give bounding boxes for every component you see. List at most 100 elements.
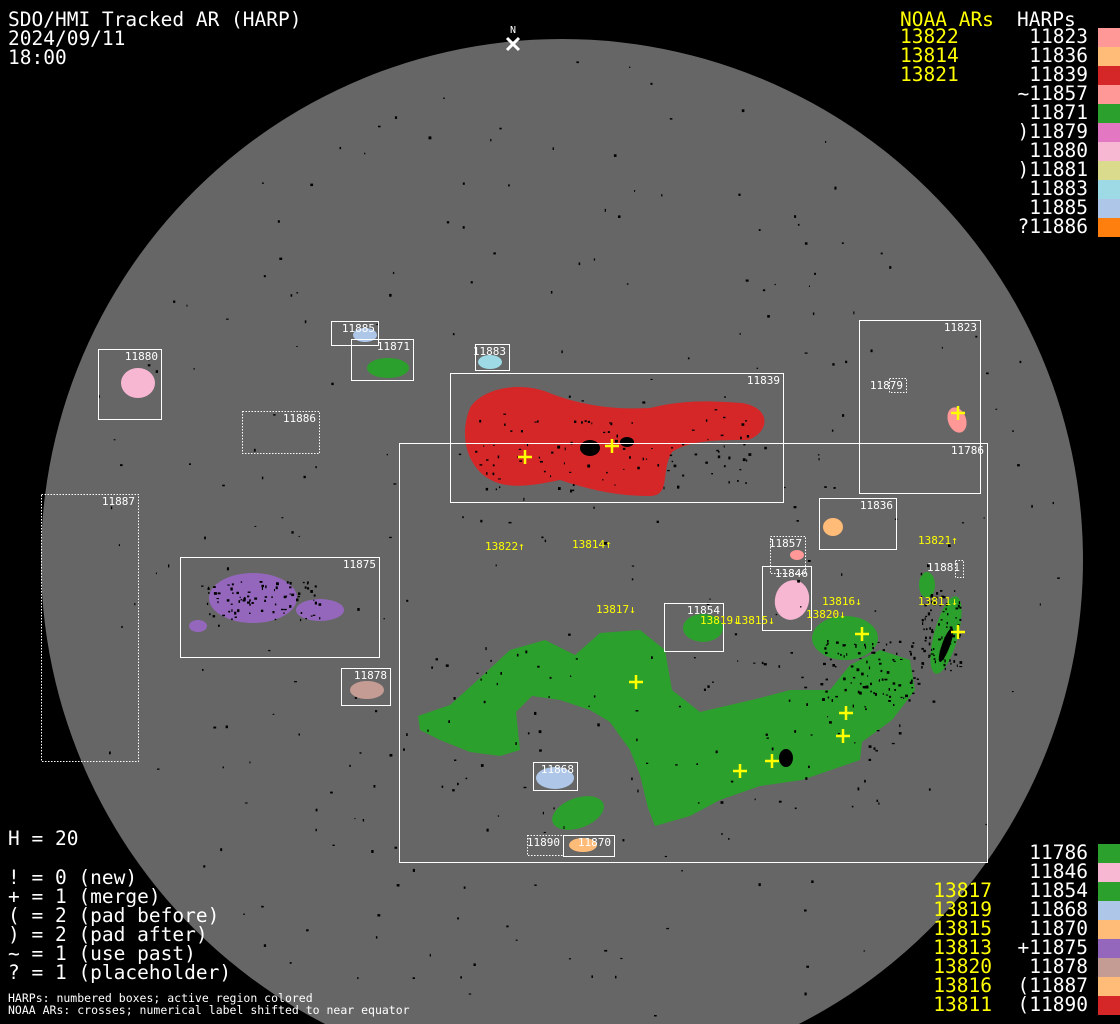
speck [931, 600, 933, 604]
legend-color-swatch [1098, 47, 1120, 66]
speck [944, 659, 946, 663]
speck [314, 585, 317, 588]
speck [877, 641, 880, 643]
speck [230, 587, 233, 591]
speck [1031, 504, 1033, 508]
speck [835, 665, 837, 668]
speck [829, 721, 832, 724]
speck [811, 880, 814, 883]
speck [357, 977, 359, 980]
speck [859, 691, 862, 695]
speck [771, 747, 774, 751]
speck [622, 447, 626, 450]
speck [864, 779, 866, 783]
speck [253, 448, 256, 452]
speck [818, 458, 820, 461]
noaa-header: NOAA ARs [900, 8, 994, 31]
speck [289, 581, 292, 585]
speck [261, 587, 263, 590]
legend-harp: 11846 [1029, 860, 1088, 883]
speck [873, 692, 875, 695]
speck [623, 468, 625, 470]
speck [831, 429, 834, 432]
speck [452, 333, 455, 336]
speck [645, 458, 648, 460]
speck [872, 643, 874, 646]
speck [534, 421, 537, 423]
speck [634, 190, 636, 192]
speck [835, 695, 838, 698]
speck [927, 612, 931, 616]
speck [712, 681, 714, 683]
speck [879, 679, 880, 681]
speck [523, 497, 525, 501]
speck [873, 747, 876, 750]
speck [936, 592, 939, 595]
speck [357, 608, 360, 611]
speck [794, 807, 797, 810]
speck [614, 484, 616, 486]
harp-box-11868 [533, 762, 578, 791]
speck [939, 604, 942, 607]
speck [485, 672, 487, 674]
speck [376, 323, 379, 326]
speck [721, 833, 723, 835]
region-11870 [569, 838, 597, 852]
speck [637, 789, 639, 793]
speck [587, 464, 591, 468]
speck [568, 633, 571, 636]
harp-box-11836 [819, 498, 897, 550]
legend-noaa-ar: 13811 [933, 993, 992, 1016]
speck [794, 215, 797, 218]
speck [216, 598, 219, 600]
region-11875-part [296, 599, 344, 621]
speck [557, 445, 561, 449]
speck [825, 644, 828, 646]
speck [526, 443, 529, 447]
speck [922, 622, 924, 625]
speck [898, 732, 902, 735]
harp-box-11878 [341, 668, 391, 706]
speck [995, 408, 998, 410]
speck [222, 614, 225, 617]
speck [569, 471, 572, 473]
speck [944, 637, 946, 640]
region-11857 [790, 550, 804, 560]
speck [723, 465, 726, 468]
speck [445, 664, 449, 667]
noaa-markers: 13822↑13814↑13821↑13816↓13811↓13817↓1381… [485, 406, 965, 778]
speck [950, 662, 952, 665]
speck [651, 448, 653, 450]
speck [928, 654, 931, 657]
speck [881, 678, 884, 681]
speck [740, 436, 742, 440]
key-line: ~ = 1 (use past) [8, 942, 196, 965]
noaa-label: 13817↓ [596, 603, 636, 616]
speck [234, 611, 237, 615]
speck [550, 475, 552, 478]
speck [892, 658, 895, 661]
speck [911, 679, 913, 683]
speck [121, 625, 123, 628]
speck [570, 489, 573, 493]
speck [717, 455, 721, 459]
speck [279, 257, 283, 260]
speck [790, 652, 793, 654]
speck [506, 925, 509, 928]
speck [304, 320, 307, 324]
speck [495, 488, 497, 491]
speck [247, 591, 251, 593]
speck [212, 615, 216, 618]
speck [885, 694, 889, 696]
region-11883 [478, 355, 502, 369]
legend-color-swatch [1098, 920, 1120, 939]
speck [657, 464, 660, 467]
legend-harp: 11885 [1029, 196, 1088, 219]
speck [468, 993, 472, 995]
speck [636, 738, 638, 742]
speck [318, 603, 322, 606]
harp-box-11883 [475, 344, 510, 371]
speck [673, 464, 677, 468]
speck [651, 656, 653, 659]
speck [720, 801, 724, 804]
